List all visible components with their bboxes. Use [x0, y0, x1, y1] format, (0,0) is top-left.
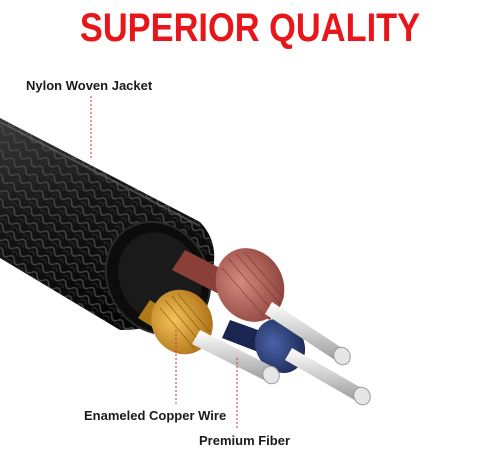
label-premium-fiber: Premium Fiber	[199, 433, 291, 448]
strands-gold	[192, 330, 280, 385]
strands-red	[265, 302, 351, 366]
red-wire	[172, 248, 285, 322]
strands-blue	[285, 348, 371, 406]
headline-title: SUPERIOR QUALITY	[79, 6, 421, 50]
label-enameled-copper-wire: Enameled Copper Wire	[84, 408, 227, 423]
label-nylon-woven-jacket: Nylon Woven Jacket	[26, 78, 153, 93]
